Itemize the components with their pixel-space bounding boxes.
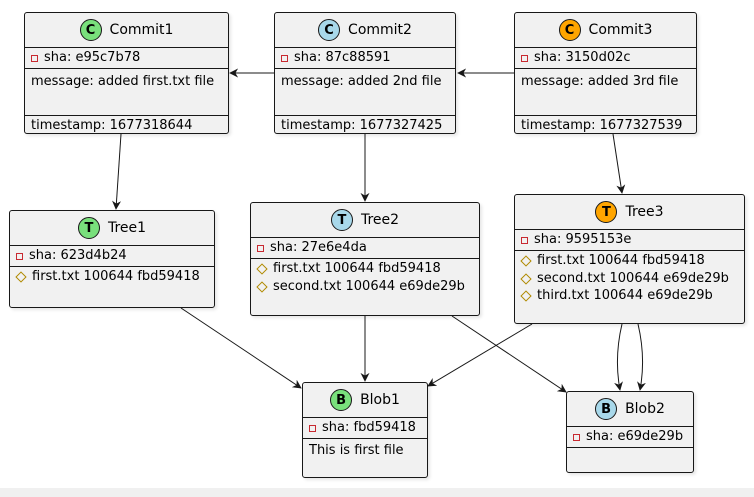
commit-badge-icon: C <box>318 19 341 41</box>
commit1-sha: sha: e95c7b78 <box>44 50 141 65</box>
tree1-sha-row: sha: 623d4b24 <box>10 246 214 266</box>
edge-tree3-blob2-a <box>614 323 623 391</box>
commit2-sha: sha: 87c88591 <box>294 50 391 65</box>
blob2-node: B Blob2 sha: e69de29b <box>566 391 694 473</box>
tree3-entry-row: third.txt 100644 e69de29b <box>515 287 744 305</box>
edge-commit1-tree1 <box>112 133 122 210</box>
blob1-title: Blob1 <box>360 392 400 408</box>
tree1-title: Tree1 <box>107 220 147 236</box>
tree3-entry: second.txt 100644 e69de29b <box>537 271 729 286</box>
tree3-entry-row: first.txt 100644 fbd59418 <box>515 251 744 271</box>
commit1-timestamp: timestamp: 1677318644 <box>31 118 193 133</box>
protected-method-icon <box>520 255 532 267</box>
protected-method-icon <box>256 281 268 293</box>
tree2-sha-row: sha: 27e6e4da <box>251 238 479 258</box>
tree-badge-icon: T <box>330 209 353 231</box>
commit3-timestamp: timestamp: 1677327539 <box>521 118 683 133</box>
tree3-entry-row: second.txt 100644 e69de29b <box>515 271 744 287</box>
tree2-title: Tree2 <box>360 212 400 228</box>
commit-badge-icon: C <box>79 19 102 41</box>
commit1-message: message: added first.txt file <box>31 74 215 89</box>
commit2-timestamp: timestamp: 1677327425 <box>281 118 443 133</box>
blob1-content: This is first file <box>309 443 404 458</box>
edge-commit3-tree3 <box>612 133 626 194</box>
tree2-entry-row: second.txt 100644 e69de29b <box>251 279 479 295</box>
blob2-sha: sha: e69de29b <box>586 429 684 444</box>
tree2-header: T Tree2 <box>251 203 479 237</box>
tree2-entry: second.txt 100644 e69de29b <box>273 279 465 294</box>
private-field-icon <box>521 54 528 62</box>
private-field-icon <box>521 236 528 244</box>
private-field-icon <box>281 54 288 62</box>
private-field-icon <box>31 54 38 62</box>
blob1-header: B Blob1 <box>303 383 427 417</box>
tree3-sha-row: sha: 9595153e <box>515 230 744 250</box>
blob2-title: Blob2 <box>625 401 665 417</box>
tree3-node: T Tree3 sha: 9595153e first.txt 100644 f… <box>514 194 745 324</box>
blob2-header: B Blob2 <box>567 392 693 426</box>
commit3-message: message: added 3rd file <box>521 74 679 89</box>
tree3-title: Tree3 <box>625 204 664 220</box>
commit3-header: C Commit3 <box>515 13 696 47</box>
tree1-entry: first.txt 100644 fbd59418 <box>32 269 200 284</box>
commit1-header: C Commit1 <box>25 13 228 47</box>
private-field-icon <box>257 244 264 252</box>
commit2-header: C Commit2 <box>275 13 455 47</box>
tree-badge-icon: T <box>77 217 100 239</box>
tree2-entry: first.txt 100644 fbd59418 <box>273 261 441 276</box>
commit1-sha-row: sha: e95c7b78 <box>25 48 228 68</box>
commit1-title: Commit1 <box>109 22 174 38</box>
tree2-entry-row: first.txt 100644 fbd59418 <box>251 259 479 279</box>
tree1-header: T Tree1 <box>10 211 214 245</box>
tree3-sha: sha: 9595153e <box>534 232 632 247</box>
protected-method-icon <box>520 273 532 285</box>
tree-badge-icon: T <box>595 201 618 223</box>
commit3-sha-row: sha: 3150d02c <box>515 48 696 68</box>
tree2-node: T Tree2 sha: 27e6e4da first.txt 100644 f… <box>250 202 480 316</box>
protected-method-icon <box>15 271 27 283</box>
protected-method-icon <box>256 263 268 275</box>
commit2-message: message: added 2nd file <box>281 74 442 89</box>
tree1-node: T Tree1 sha: 623d4b24 first.txt 100644 f… <box>9 210 215 308</box>
blob-badge-icon: B <box>330 389 353 411</box>
edge-tree3-blob2-b <box>637 323 646 391</box>
private-field-icon <box>16 252 23 260</box>
blob1-sha-row: sha: fbd59418 <box>303 418 427 438</box>
commit2-title: Commit2 <box>348 22 412 38</box>
protected-method-icon <box>520 290 532 302</box>
blob2-sha-row: sha: e69de29b <box>567 427 693 447</box>
bottom-strip <box>0 488 754 497</box>
tree2-sha: sha: 27e6e4da <box>270 240 367 255</box>
blob1-sha: sha: fbd59418 <box>322 420 416 435</box>
tree3-entry: third.txt 100644 e69de29b <box>537 288 713 303</box>
private-field-icon <box>573 433 580 441</box>
commit2-node: C Commit2 sha: 87c88591 message: added 2… <box>274 12 456 134</box>
tree1-sha: sha: 623d4b24 <box>29 248 127 263</box>
blob2-content <box>567 448 693 468</box>
commit2-sha-row: sha: 87c88591 <box>275 48 455 68</box>
commit3-title: Commit3 <box>588 22 653 38</box>
edge-tree1-blob1 <box>180 307 302 389</box>
commit1-node: C Commit1 sha: e95c7b78 message: added f… <box>24 12 229 134</box>
commit3-node: C Commit3 sha: 3150d02c message: added 3… <box>514 12 697 134</box>
edge-tree3-blob1 <box>427 323 533 387</box>
commit-badge-icon: C <box>558 19 581 41</box>
blob-badge-icon: B <box>595 398 618 420</box>
edge-tree2-blob2 <box>451 315 567 393</box>
blob1-node: B Blob1 sha: fbd59418 This is first file <box>302 382 428 478</box>
tree1-entry-row: first.txt 100644 fbd59418 <box>10 267 214 287</box>
private-field-icon <box>309 424 316 432</box>
commit3-sha: sha: 3150d02c <box>534 50 631 65</box>
tree3-header: T Tree3 <box>515 195 744 229</box>
tree3-entry: first.txt 100644 fbd59418 <box>537 253 705 268</box>
